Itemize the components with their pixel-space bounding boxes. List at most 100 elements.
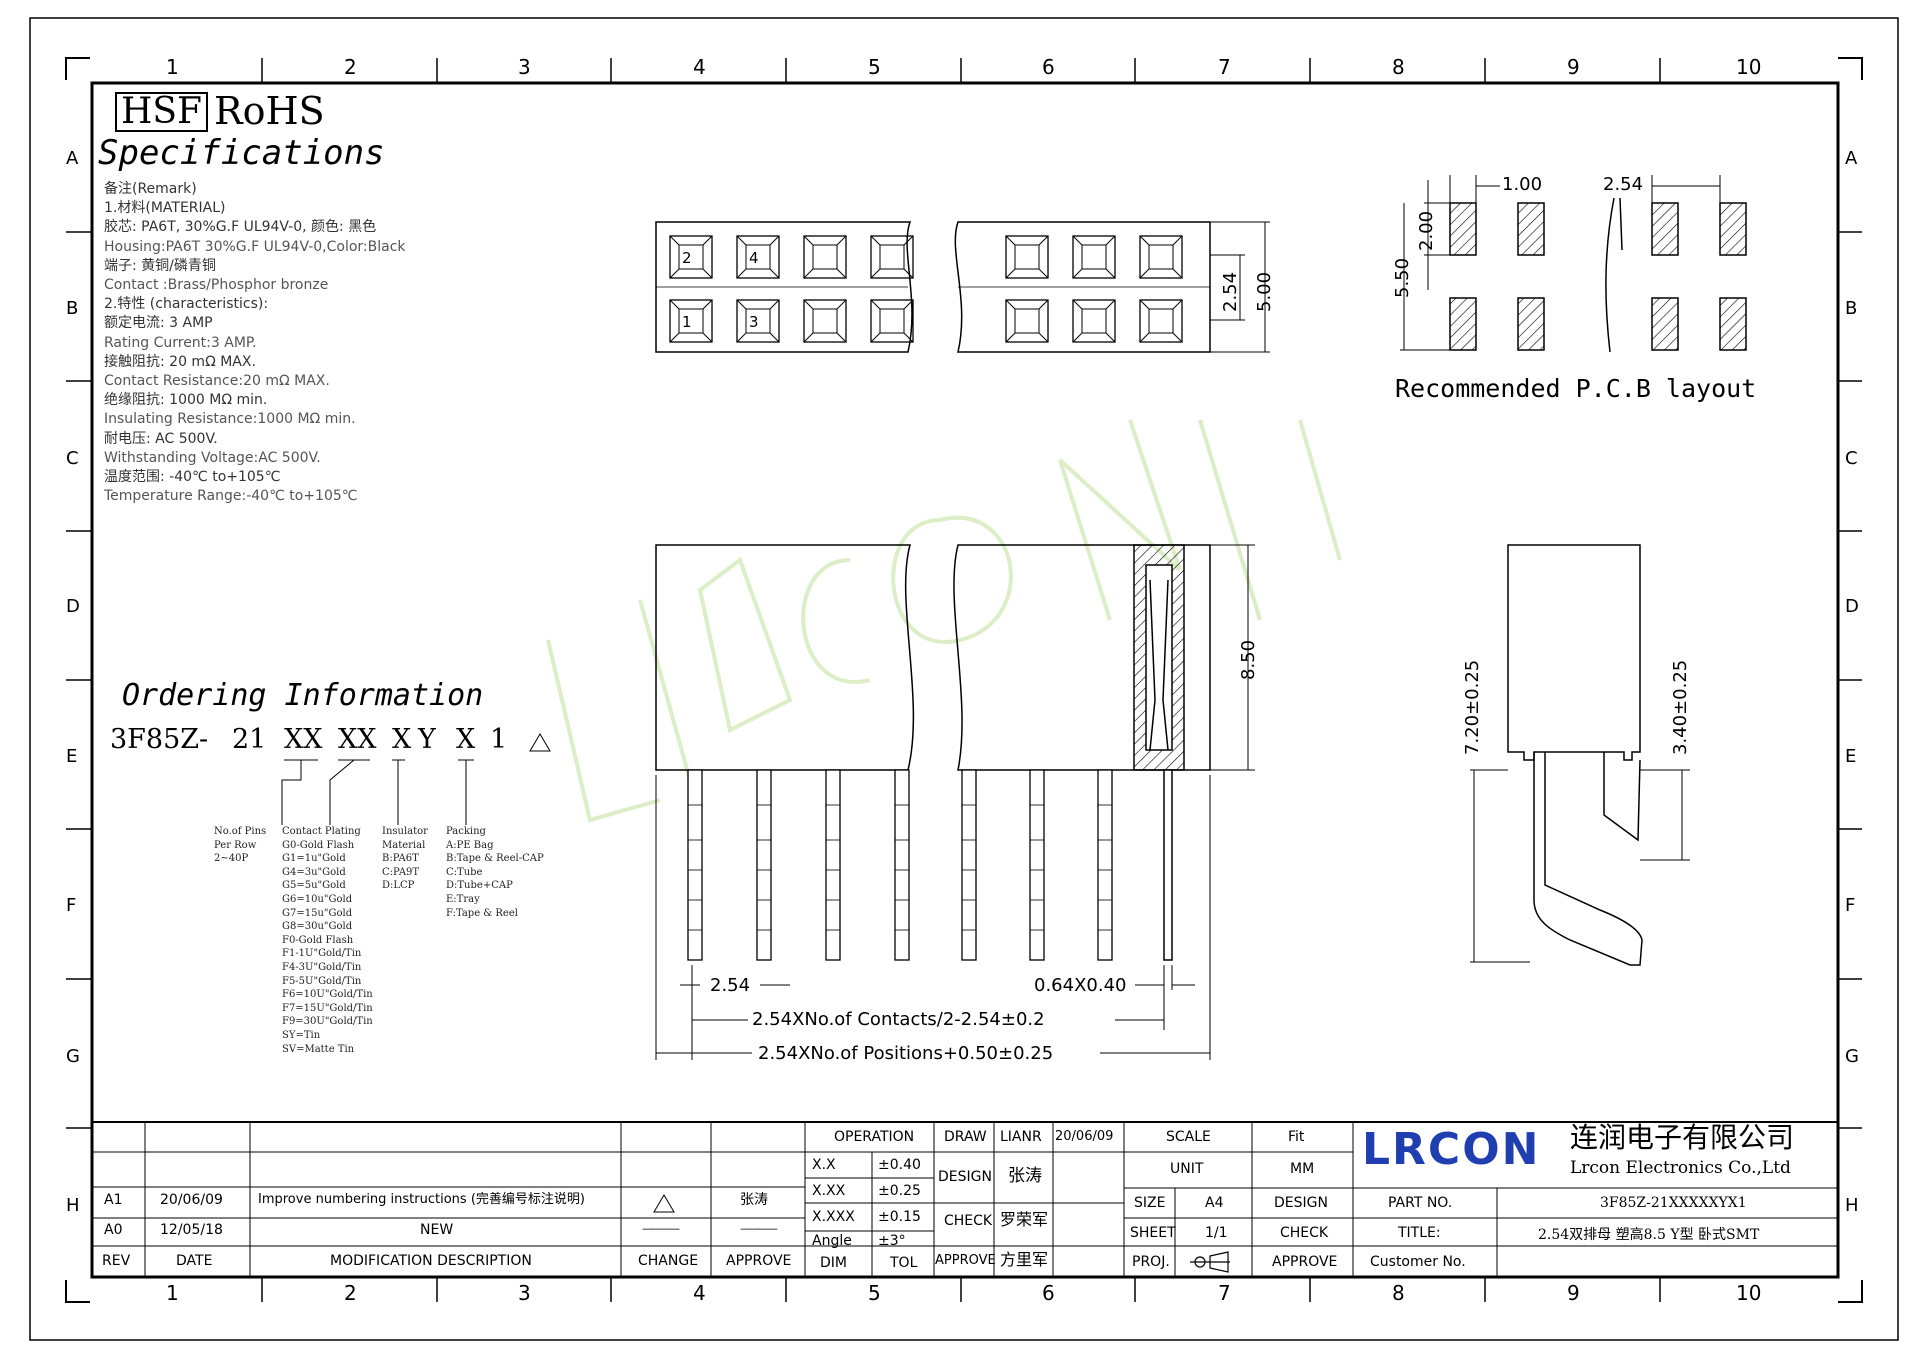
- spec-line: Contact Resistance:20 mΩ MAX.: [104, 373, 330, 389]
- pin-socket: [1072, 299, 1116, 343]
- pin-socket-chamfer: [1105, 235, 1116, 246]
- pin-socket-chamfer: [870, 299, 881, 310]
- legend-line: SY=Tin: [282, 1029, 321, 1041]
- pin-socket-chamfer: [903, 332, 914, 343]
- legend-line: 2~40P: [214, 853, 249, 865]
- rohs-mark: RoHS: [214, 89, 325, 133]
- specifications-title: Specifications: [98, 133, 385, 173]
- grid-row-e: E: [66, 746, 78, 767]
- pin-socket-chamfer: [836, 268, 847, 279]
- legend-line: F1-1U"Gold/Tin: [282, 948, 362, 960]
- info-check-label: CHECK: [1280, 1225, 1329, 1241]
- spec-line: Rating Current:3 AMP.: [104, 334, 257, 351]
- legend-line: B:Tape & Reel-CAP: [446, 853, 544, 865]
- spec-line: 胶芯: PA6T, 30%G.F UL94V-0, 颜色: 黑色: [104, 219, 377, 236]
- pin-socket-chamfer: [803, 235, 814, 246]
- size-value: A4: [1205, 1195, 1224, 1211]
- tol-tol: TOL: [890, 1255, 918, 1271]
- grid-col-6-bottom: 6: [1042, 1281, 1055, 1305]
- dim-contacts-formula: 2.54XNo.of Contacts/2-2.54±0.2: [752, 1009, 1045, 1030]
- pin-socket: [736, 299, 780, 343]
- pin-socket-chamfer: [702, 299, 713, 310]
- pin-socket-chamfer: [702, 235, 713, 246]
- pin-socket-inner: [879, 308, 905, 334]
- grid-col-1: 1: [166, 55, 179, 79]
- pin-socket-chamfer: [1105, 268, 1116, 279]
- grid-col-5-bottom: 5: [868, 1281, 881, 1305]
- contact-pin: [894, 769, 910, 961]
- dim-pitch-2-54: 2.54: [710, 975, 751, 996]
- pin-socket-chamfer: [803, 299, 814, 310]
- check-label: CHECK: [944, 1213, 993, 1229]
- spec-line: 2.特性 (characteristics):: [104, 296, 269, 313]
- legend-line: F5-5U"Gold/Tin: [282, 975, 362, 987]
- legend-line: G1=1u"Gold: [282, 853, 346, 865]
- pin-number-label: 4: [749, 249, 759, 267]
- spec-line: 耐电压: AC 500V.: [104, 430, 218, 447]
- tolerance-value: ±3°: [878, 1233, 906, 1249]
- revision-date: 20/06/09: [160, 1192, 223, 1208]
- pin-socket-chamfer: [769, 235, 780, 246]
- dim-height-8-50: 8.50: [1238, 639, 1259, 680]
- pcb-layout: [1400, 175, 1747, 353]
- spec-line: Housing:PA6T 30%G.F UL94V-0,Color:Black: [104, 238, 406, 255]
- front-view: [655, 544, 1255, 961]
- spec-line: Insulating Resistance:1000 MΩ min.: [104, 411, 356, 428]
- design-name: 张涛: [1008, 1166, 1042, 1186]
- legend-line: F6=10U"Gold/Tin: [282, 989, 373, 1001]
- pin-socket: [870, 299, 914, 343]
- pin-socket-chamfer: [1172, 299, 1183, 310]
- grid-col-9: 9: [1567, 55, 1580, 79]
- ordering-connectors: [281, 759, 474, 825]
- draw-name: LIANR: [1000, 1129, 1042, 1145]
- tolerance-value: ±0.15: [878, 1209, 921, 1225]
- legend-line: G8=30u"Gold: [282, 921, 353, 933]
- pin-socket: [1139, 235, 1183, 279]
- grid-col-7-bottom: 7: [1218, 1281, 1231, 1305]
- draw-label: DRAW: [944, 1129, 987, 1145]
- hsf-mark: HSF: [115, 92, 209, 132]
- sheet-value: 1/1: [1205, 1225, 1228, 1241]
- contact-pin: [961, 769, 977, 961]
- ordering-title: Ordering Information: [122, 678, 484, 713]
- legend-line: Insulator: [382, 826, 428, 837]
- grid-col-8: 8: [1392, 55, 1405, 79]
- part-no-value: 3F85Z-21XXXXXYX1: [1600, 1195, 1747, 1211]
- pin-socket-chamfer: [1005, 235, 1016, 246]
- pin-socket-inner: [879, 244, 905, 270]
- pin-socket-chamfer: [1038, 268, 1049, 279]
- pin-socket-chamfer: [903, 268, 914, 279]
- pin-socket-chamfer: [1005, 268, 1016, 279]
- grid-col-10: 10: [1736, 55, 1762, 79]
- pin-socket-chamfer: [702, 268, 713, 279]
- pin-socket-chamfer: [903, 235, 914, 246]
- dim-side-3-40: 3.40±0.25: [1670, 659, 1691, 755]
- legend-line: A:PE Bag: [446, 839, 494, 851]
- pin-socket-chamfer: [870, 235, 881, 246]
- approve-label: APPROVE: [935, 1253, 996, 1268]
- pin-number-label: 2: [682, 249, 692, 267]
- pin-socket-chamfer: [1005, 299, 1016, 310]
- grid-col-8-bottom: 8: [1392, 1281, 1405, 1305]
- grid-col-2-bottom: 2: [344, 1281, 357, 1305]
- ordering-code-part: XX: [338, 724, 377, 755]
- legend-line: F4-3U"Gold/Tin: [282, 961, 362, 973]
- pin-socket: [803, 235, 847, 279]
- pin-socket-chamfer: [836, 299, 847, 310]
- dim-pcb-2-00: 2.00: [1416, 210, 1437, 251]
- rev-header-approve: APPROVE: [726, 1253, 792, 1269]
- grid-col-6: 6: [1042, 55, 1055, 79]
- legend-line: C:PA9T: [382, 866, 420, 878]
- pin-socket-chamfer: [1072, 268, 1083, 279]
- grid-row-h: H: [66, 1195, 80, 1216]
- legend-line: D:Tube+CAP: [446, 880, 513, 892]
- pin-socket-chamfer: [1072, 235, 1083, 246]
- unit-value: MM: [1290, 1161, 1315, 1177]
- scale-label: SCALE: [1166, 1129, 1211, 1145]
- spec-line: 绝缘阻抗: 1000 MΩ min.: [104, 392, 268, 409]
- company-name-en: Lrcon Electronics Co.,Ltd: [1570, 1158, 1791, 1178]
- grid-col-4: 4: [693, 55, 706, 79]
- pin-socket: [870, 235, 914, 279]
